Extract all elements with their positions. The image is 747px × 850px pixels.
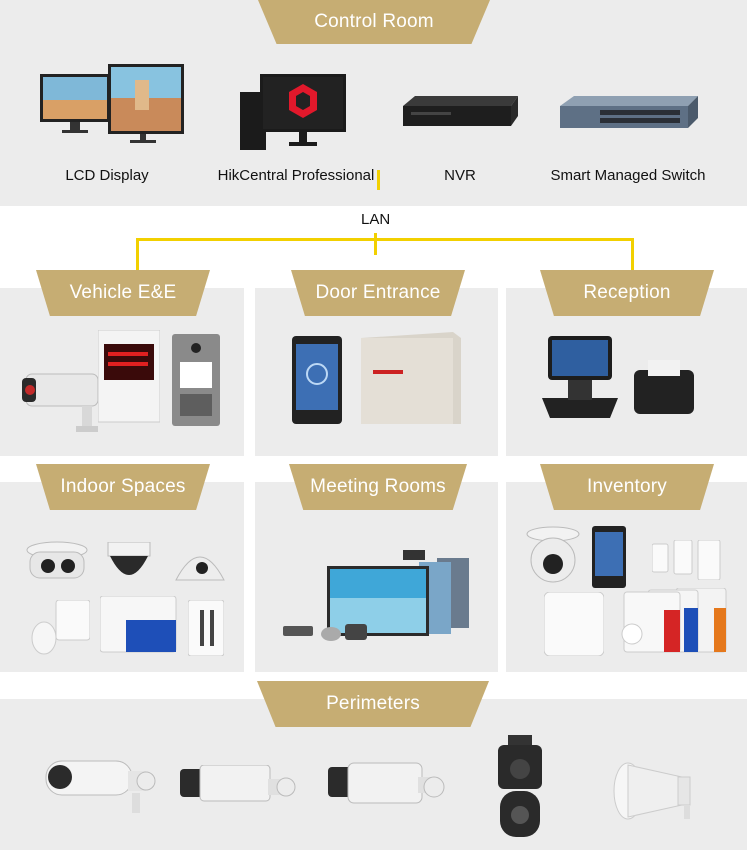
inventory-zone-panel: Inventory [506,464,747,672]
face-terminal-icon [292,336,342,424]
bullet-camera-icon [45,760,156,813]
control-room-banner: Control Room [258,0,490,44]
indoor-zone-banner: Indoor Spaces [36,464,210,510]
door-zone-panel: Door Entrance [255,270,498,456]
vehicle-zone-panel: Vehicle E&E [0,270,244,456]
switch-label: Smart Managed Switch [550,167,706,184]
lan-uplink-line [377,170,380,190]
alarm-hub-icon [544,592,604,656]
lan-label: LAN [361,211,391,228]
anpr-camera-icon [22,373,99,432]
lcd-display-icon [40,64,184,143]
interactive-panel-icon [327,550,469,636]
turret-camera-icon [526,526,580,583]
bullet-camera-icon [328,762,445,804]
turret-camera-icon [26,541,88,579]
dome-camera-icon [107,542,151,575]
meeting-zone-banner: Meeting Rooms [289,464,467,510]
horn-speaker-icon [613,762,691,820]
network-switch-icon [560,96,698,128]
nvr-icon [403,96,518,126]
face-terminal-icon [592,526,626,588]
perimeters-panel: Perimeters [0,681,747,850]
reception-zone-panel: Reception [506,270,747,456]
keypad-icon [188,600,224,656]
door-zone-banner: Door Entrance [291,270,465,316]
perimeters-banner: Perimeters [257,681,489,727]
receipt-printer-icon [634,360,694,414]
meeting-zone-panel: Meeting Rooms [255,464,498,672]
display-screen-icon [98,330,160,423]
alarm-hub-icon [31,600,90,655]
lan-drop-line-center [374,233,377,255]
thermal-camera-icon [180,765,296,802]
visitor-kiosk-icon [542,336,618,418]
control-room-panel: Control Room LCD Display HikCentral Prof… [0,0,747,206]
ptz-camera-icon [498,735,542,837]
siren-icon [621,588,727,653]
conference-camera-icon [283,624,367,641]
lcd-display-label: LCD Display [65,167,149,184]
fisheye-camera-icon [175,556,225,581]
vehicle-zone-banner: Vehicle E&E [36,270,210,316]
workstation-icon [240,74,346,150]
siren-icon [100,596,177,653]
inventory-zone-banner: Inventory [540,464,714,510]
lan-drop-line-left [136,238,139,270]
indoor-zone-panel: Indoor Spaces [0,464,244,672]
sensor-icon [652,540,721,580]
lan-bus-line [136,238,634,241]
door-intercom-icon [172,334,220,426]
reception-zone-banner: Reception [540,270,714,316]
lan-drop-line-right [631,238,634,270]
workstation-label: HikCentral Professional [217,167,375,184]
access-controller-icon [361,332,461,424]
nvr-label: NVR [444,167,476,184]
